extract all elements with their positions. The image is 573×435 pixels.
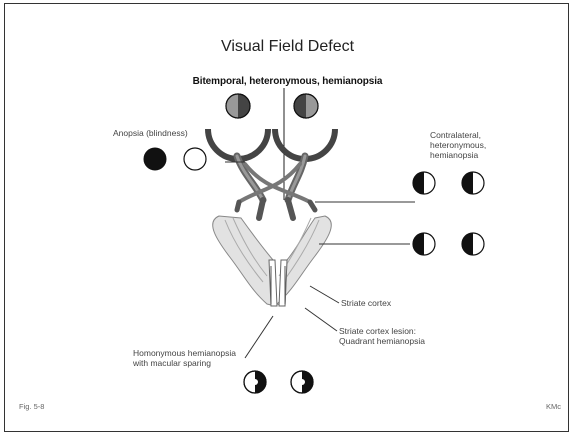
optic-pathways [237,156,315,218]
field-icon-top-left [226,94,250,118]
contralateral-icons-row2 [319,233,484,255]
field-icon-top-right [294,94,318,118]
visual-pathway-diagram [5,4,570,433]
visual-cortex [213,216,332,306]
striate-cortex-leader [310,286,339,303]
homonymous-leader [245,316,273,358]
macular-sparing-icon-right [291,371,313,393]
macular-sparing-icon-left [244,371,266,393]
striate-lesion-leader [305,308,337,331]
contralateral-icons-row1 [315,172,484,202]
slide-frame: Visual Field Defect Bitemporal, heterony… [4,3,569,432]
